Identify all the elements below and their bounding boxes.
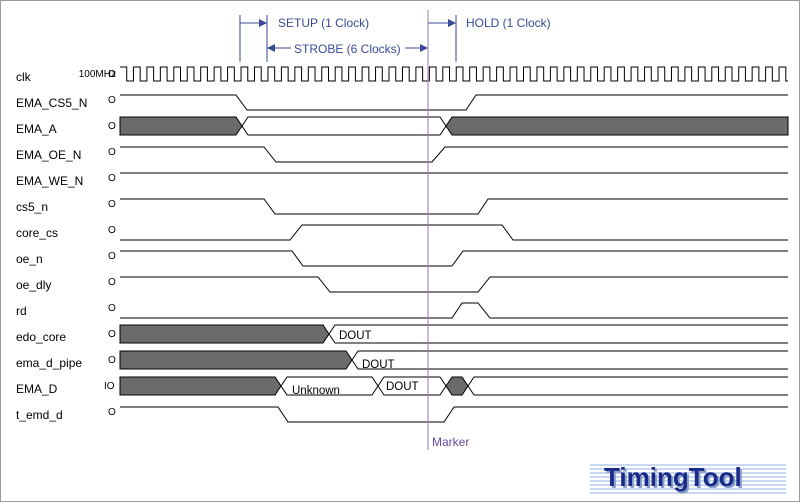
direction-core-cs: O: [108, 225, 116, 236]
waveform-cs5-n: [120, 198, 788, 215]
signal-name-ema-oe-n: EMA_OE_N: [16, 148, 81, 162]
ema-d-segment-tail: [467, 376, 788, 396]
waveform-ema-oe-n: [120, 146, 788, 163]
ema-a-segment-2: [241, 116, 447, 136]
signal-name-oe-dly: oe_dly: [16, 278, 51, 292]
waveform-core-cs: [120, 224, 788, 241]
ema-a-segment-1: [119, 116, 243, 136]
signal-name-clk: clk: [16, 70, 32, 84]
edo-core-segment-2: [328, 324, 788, 344]
waveform-ema-d: [119, 376, 788, 396]
signal-name-ema-cs5-n: EMA_CS5_N: [16, 96, 87, 110]
direction-ema-a: O: [108, 121, 116, 132]
timingtool-logo: TimingTool TimingTool: [590, 462, 786, 494]
ema-d-segment-drive: [119, 376, 282, 396]
direction-ema-we-n: O: [108, 173, 116, 184]
signal-name-rd: rd: [16, 304, 27, 318]
waveform-oe-n: [120, 250, 788, 267]
setup-arrowhead: [259, 19, 267, 27]
signal-name-core-cs: core_cs: [16, 226, 58, 240]
strobe-label: STROBE (6 Clocks): [294, 42, 401, 56]
direction-clk: O: [108, 69, 116, 80]
signal-name-ema-d: EMA_D: [16, 382, 58, 396]
direction-ema-cs5-n: O: [108, 95, 116, 106]
hold-label: HOLD (1 Clock): [466, 16, 551, 30]
ema-d-pipe-segment-2: [351, 350, 788, 370]
signal-name-ema-we-n: EMA_WE_N: [16, 174, 83, 188]
strobe-label-bg: [291, 40, 405, 56]
strobe-arrowhead-right: [420, 44, 428, 52]
logo-shadow: TimingTool: [606, 464, 744, 494]
ema-d-unknown-value: Unknown: [292, 385, 340, 397]
signal-name-edo-core: edo_core: [16, 330, 66, 344]
frequency-label: 100MHz: [79, 69, 116, 80]
direction-oe-dly: O: [108, 277, 116, 288]
signal-name-t-emd-d: t_emd_d: [16, 408, 63, 422]
direction-oe-n: O: [108, 251, 116, 262]
direction-rd: O: [108, 303, 116, 314]
ema-d-pipe-value: DOUT: [362, 359, 395, 371]
direction-cs5-n: O: [108, 199, 116, 210]
setup-label: SETUP (1 Clock): [278, 16, 369, 30]
hold-arrowhead: [448, 19, 456, 27]
ema-d-pipe-segment-1: [119, 350, 353, 370]
waveform-ema-cs5-n: [120, 94, 788, 111]
direction-ema-oe-n: O: [108, 147, 116, 158]
direction-ema-d-pipe: O: [108, 355, 116, 366]
ema-a-segment-3: [445, 116, 789, 136]
waveform-clk: [120, 66, 788, 82]
signal-name-ema-a: EMA_A: [16, 122, 57, 136]
signal-directions: 100MHz O O O O O O O O O O O O IO O: [79, 69, 116, 418]
direction-ema-d: IO: [104, 381, 115, 392]
waveform-ema-a: [119, 116, 789, 136]
strobe-arrowhead-left: [267, 44, 275, 52]
logo-stripes: [590, 462, 786, 494]
waveform-ema-d-pipe: [119, 350, 788, 370]
edo-core-segment-1: [119, 324, 330, 344]
logo-text: TimingTool: [604, 462, 742, 492]
ema-d-dout-value: DOUT: [386, 381, 419, 393]
signal-name-ema-d-pipe: ema_d_pipe: [16, 356, 82, 370]
signal-name-oe-n: oe_n: [16, 252, 43, 266]
ema-d-segment-short: [445, 376, 469, 396]
signal-names: clk EMA_CS5_N EMA_A EMA_OE_N EMA_WE_N cs…: [16, 70, 87, 422]
waveform-oe-dly: [120, 276, 788, 293]
waveform-rd: [120, 302, 788, 319]
signal-name-cs5-n: cs5_n: [16, 200, 48, 214]
waveforms: [119, 66, 789, 423]
waveform-t-emd-d: [120, 406, 788, 423]
waveform-edo-core: [119, 324, 788, 344]
direction-edo-core: O: [108, 329, 116, 340]
edo-core-value: DOUT: [339, 330, 372, 342]
direction-t-emd-d: O: [108, 407, 116, 418]
marker-label: Marker: [432, 435, 469, 449]
